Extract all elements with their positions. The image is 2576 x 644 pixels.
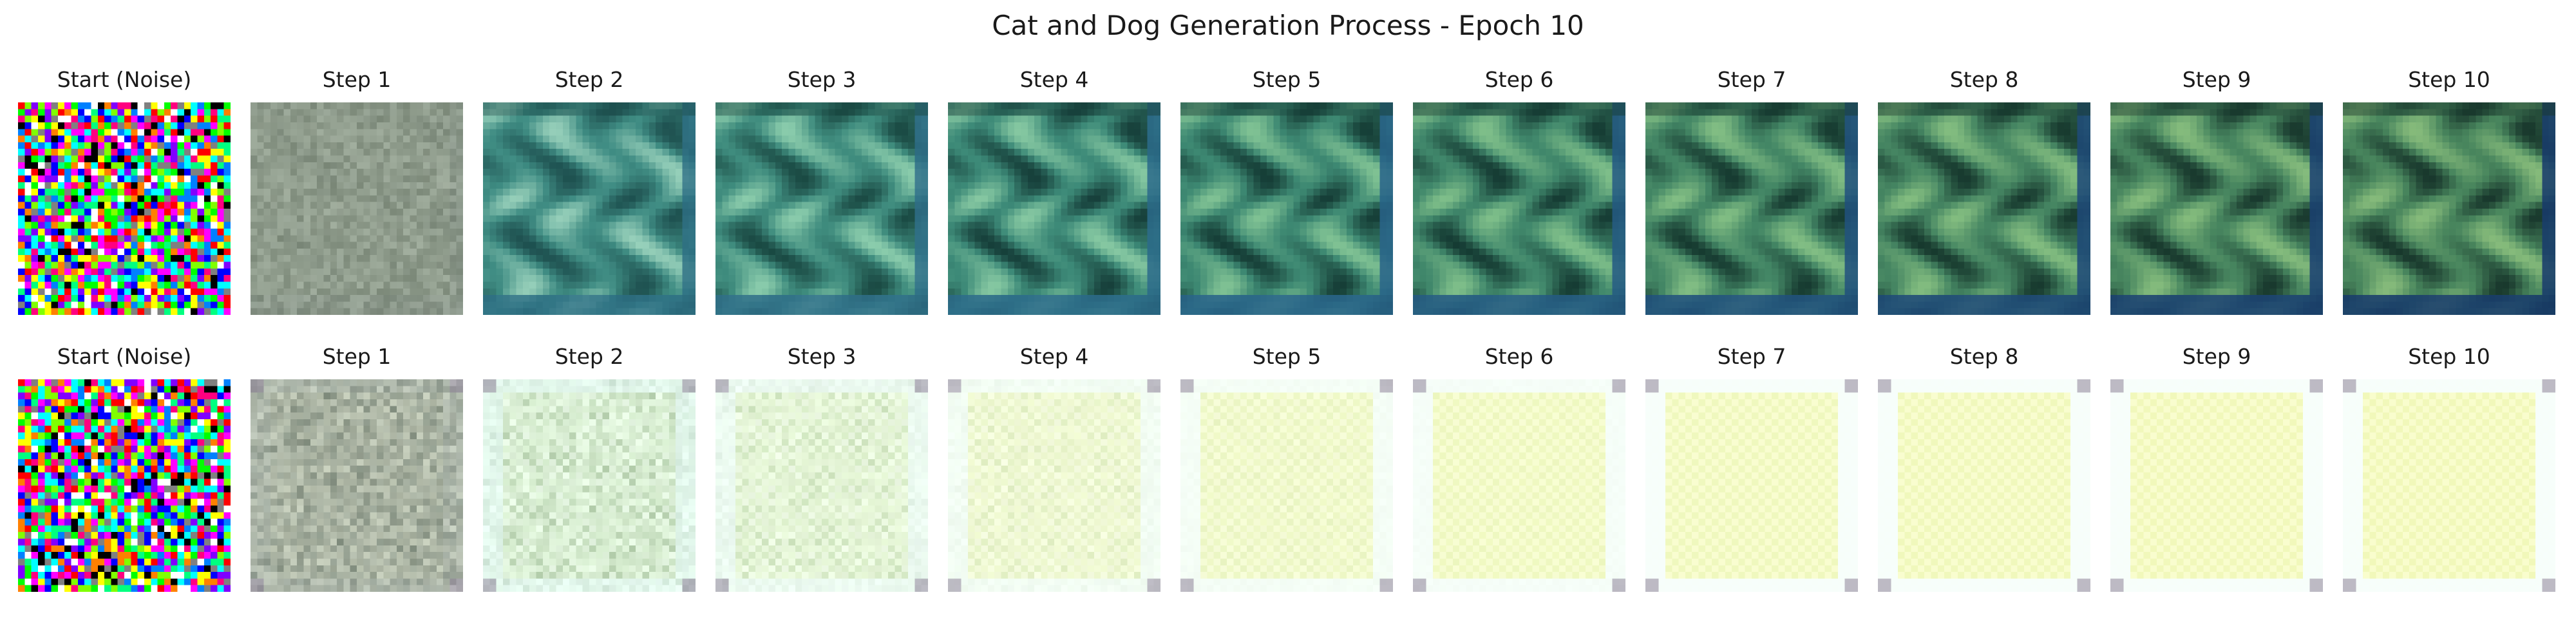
figure-title: Cat and Dog Generation Process - Epoch 1… — [0, 8, 2576, 44]
generated-image — [1413, 379, 1625, 592]
generated-image — [1180, 379, 1393, 592]
image-panel: Step 3 — [715, 344, 928, 592]
generated-image — [715, 102, 928, 315]
generated-image — [1645, 379, 1858, 592]
image-panel: Step 3 — [715, 67, 928, 315]
panel-title: Step 1 — [251, 344, 463, 370]
noise-image — [18, 379, 231, 592]
image-panel: Step 9 — [2110, 344, 2323, 592]
image-panel: Step 5 — [1180, 67, 1393, 315]
generated-image — [2343, 379, 2555, 592]
image-panel: Step 10 — [2343, 344, 2555, 592]
noise-image — [18, 102, 231, 315]
image-panel: Step 7 — [1645, 344, 1858, 592]
generated-image — [1645, 102, 1858, 315]
generated-image — [1878, 379, 2090, 592]
panel-title: Step 7 — [1645, 344, 1858, 370]
image-panel: Step 7 — [1645, 67, 1858, 315]
image-panel: Step 8 — [1878, 344, 2090, 592]
panel-title: Step 4 — [948, 344, 1160, 370]
panel-title: Step 8 — [1878, 344, 2090, 370]
panel-title: Step 2 — [483, 67, 696, 93]
generated-image — [1180, 102, 1393, 315]
panel-title: Step 5 — [1180, 67, 1393, 93]
panel-title: Start (Noise) — [18, 344, 231, 370]
panel-title: Step 7 — [1645, 67, 1858, 93]
generated-image — [2110, 102, 2323, 315]
generated-image — [948, 379, 1160, 592]
panel-title: Step 8 — [1878, 67, 2090, 93]
image-panel: Step 1 — [251, 67, 463, 315]
image-panel: Start (Noise) — [18, 344, 231, 592]
panel-title: Step 4 — [948, 67, 1160, 93]
panel-title: Step 6 — [1413, 344, 1625, 370]
panel-title: Step 9 — [2110, 344, 2323, 370]
panel-title: Step 10 — [2343, 67, 2555, 93]
panel-title: Step 2 — [483, 344, 696, 370]
image-panel: Start (Noise) — [18, 67, 231, 315]
generated-image — [1878, 102, 2090, 315]
panel-title: Step 10 — [2343, 344, 2555, 370]
generated-image — [483, 102, 696, 315]
image-panel: Step 4 — [948, 344, 1160, 592]
image-panel: Step 2 — [483, 67, 696, 315]
generated-image — [251, 379, 463, 592]
generated-image — [1413, 102, 1625, 315]
image-panel: Step 1 — [251, 344, 463, 592]
generated-image — [483, 379, 696, 592]
generated-image — [251, 102, 463, 315]
generated-image — [715, 379, 928, 592]
generated-image — [2110, 379, 2323, 592]
generated-image — [948, 102, 1160, 315]
panel-title: Step 3 — [715, 67, 928, 93]
image-panel: Step 6 — [1413, 344, 1625, 592]
image-panel: Step 10 — [2343, 67, 2555, 315]
image-panel: Step 8 — [1878, 67, 2090, 315]
panel-title: Step 3 — [715, 344, 928, 370]
generated-image — [2343, 102, 2555, 315]
image-panel: Step 9 — [2110, 67, 2323, 315]
panel-title: Step 1 — [251, 67, 463, 93]
panel-title: Step 9 — [2110, 67, 2323, 93]
image-panel: Step 2 — [483, 344, 696, 592]
image-panel: Step 5 — [1180, 344, 1393, 592]
panel-title: Step 5 — [1180, 344, 1393, 370]
image-panel: Step 4 — [948, 67, 1160, 315]
panel-title: Start (Noise) — [18, 67, 231, 93]
panel-title: Step 6 — [1413, 67, 1625, 93]
image-panel: Step 6 — [1413, 67, 1625, 315]
